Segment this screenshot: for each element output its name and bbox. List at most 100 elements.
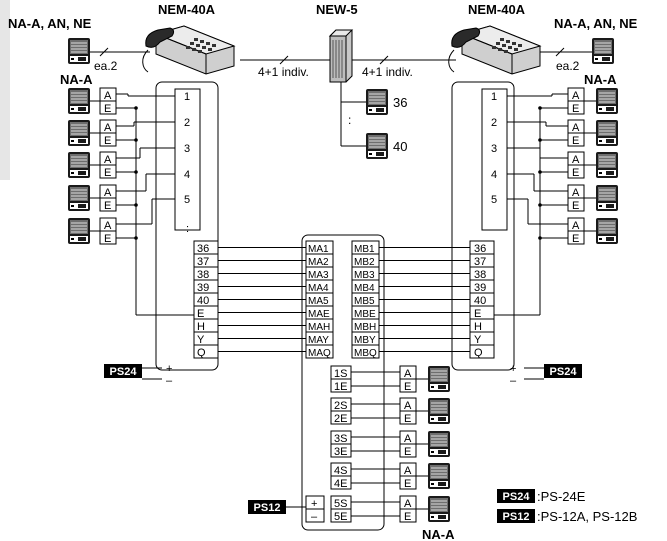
right-terminal-label: H [474,321,482,333]
ps24-tag-label: PS24 [550,366,578,378]
intercom-station-icon [67,217,91,245]
label-na-a-bottom: NA-A [422,527,455,541]
ma-terminal-strip [305,240,334,359]
label-indiv-left: 4+1 indiv. [258,65,309,79]
mb-terminal-label: MB4 [354,283,375,294]
minus-label: – [166,375,173,387]
terminal-e-label: E [404,413,411,425]
intercom-station-icon [427,430,451,458]
terminal-e-label: E [104,103,111,115]
ma-terminal-label: MAE [308,309,330,320]
ma-terminal-label: MA3 [308,270,329,281]
intercom-station-icon [595,87,619,115]
intercom-station-icon [595,217,619,245]
left-terminal-label: E [197,308,204,320]
mb-terminal-label: MBH [354,322,376,333]
label-nem40a-left: NEM-40A [158,2,216,17]
bus-wire-group [218,247,470,352]
ma-terminal-label: MA4 [308,283,329,294]
intercom-station-icon [67,87,91,115]
right-terminal-label: 37 [474,256,486,268]
label-new5: NEW-5 [316,2,358,17]
terminal-e-label: E [404,478,411,490]
terminal-e-label: E [404,511,411,523]
terminal-a-label: A [404,433,412,445]
left-master-unit [155,81,219,371]
mb-terminal-label: MBY [354,335,376,346]
s-terminal-label: 3S [334,433,347,445]
intercom-station-icon [67,37,91,65]
e-terminal-label: 1E [334,381,347,393]
legend-description: :PS-12A, PS-12B [537,509,637,524]
label-na-an-ne-right: NA-A, AN, NE [554,16,638,31]
terminal-a-label: A [104,122,112,134]
legend: PS24 :PS-24E PS12 :PS-12A, PS-12B [497,489,637,524]
mb-terminal-strip [351,240,380,359]
intercom-station-icon [67,184,91,212]
e-terminal-label: 4E [334,478,347,490]
right-terminal-label: 39 [474,282,486,294]
e-terminal-label: 5E [334,511,347,523]
intercom-station-icon [365,132,389,160]
ma-terminal-label: MAQ [308,348,331,359]
terminal-e-label: E [104,167,111,179]
right-number-label: 5 [491,194,497,206]
s-terminal-label: 4S [334,465,347,477]
terminal-e-label: E [572,135,579,147]
s-terminal-label: 5S [334,498,347,510]
terminal-a-label: A [404,400,412,412]
mb-terminal-label: MBQ [354,348,377,359]
expansion-unit-icon [329,29,353,83]
terminal-a-label: A [404,465,412,477]
terminal-e-label: E [572,103,579,115]
label-station-40: 40 [393,139,407,154]
ps24-tag-label: PS24 [110,366,138,378]
intercom-station-icon [595,151,619,179]
ma-terminal-label: MAH [308,322,330,333]
ma-terminal-label: MA1 [308,244,329,255]
left-number-label: 2 [184,117,190,129]
e-terminal-label: 2E [334,413,347,425]
s-terminal-label: 2S [334,400,347,412]
master-station-icon [448,25,541,75]
left-terminal-label: Q [197,347,206,359]
legend-tag-label: PS12 [503,511,530,523]
mb-terminal-label: MB5 [354,296,375,307]
label-nem40a-right: NEM-40A [468,2,526,17]
left-terminal-label: 36 [197,243,209,255]
right-number-label: 2 [491,117,497,129]
right-terminal-label: 40 [474,295,486,307]
terminal-a-label: A [572,220,580,232]
mb-terminal-label: MBE [354,309,376,320]
wire-slash [555,47,565,57]
intercom-station-icon [67,151,91,179]
left-terminal-label: Y [197,334,205,346]
minus-label: – [510,375,517,387]
label-indiv-right: 4+1 indiv. [362,65,413,79]
terminal-a-label: A [104,220,112,232]
left-terminal-strip [193,240,219,359]
terminal-e-label: E [104,135,111,147]
legend-description: :PS-24E [537,489,586,504]
left-terminal-label: 37 [197,256,209,268]
label-ea2-left: ea.2 [94,59,118,73]
wire-slash [279,55,289,65]
legend-tag-label: PS24 [503,491,531,503]
plus-label: + [166,363,172,375]
label-ea2-right: ea.2 [556,59,580,73]
mb-terminal-label: MB1 [354,244,375,255]
intercom-station-icon [595,184,619,212]
terminal-e-label: E [572,233,579,245]
left-terminal-label: 40 [197,295,209,307]
ps24-tag [104,364,142,378]
right-number-label: 3 [491,143,497,155]
plus-label: + [311,498,317,510]
label-na-a-right: NA-A [584,72,617,87]
right-master-unit [451,81,515,371]
ps12-tag [248,500,286,514]
